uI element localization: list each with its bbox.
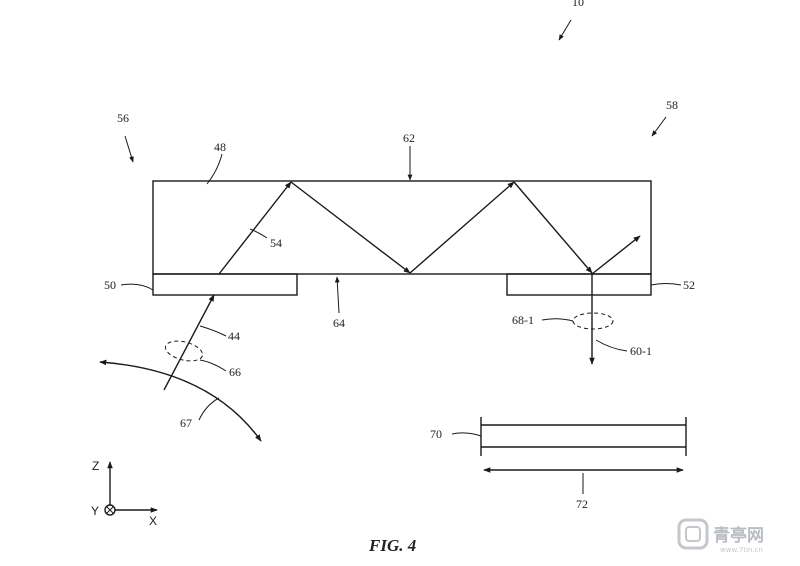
label-70: 70 bbox=[430, 427, 442, 441]
label-67: 67 bbox=[180, 416, 192, 430]
label-58: 58 bbox=[666, 98, 678, 112]
label-66: 66 bbox=[229, 365, 241, 379]
label-44: 44 bbox=[228, 329, 240, 343]
label-62: 62 bbox=[403, 131, 415, 145]
leader-10 bbox=[558, 19, 572, 41]
label-72: 72 bbox=[576, 497, 588, 511]
leader-48 bbox=[206, 153, 223, 185]
leader-68-1 bbox=[541, 318, 574, 322]
axis-label-y: Y bbox=[91, 504, 99, 518]
label-68-1: 68-1 bbox=[512, 313, 534, 327]
label-54: 54 bbox=[270, 236, 282, 250]
ray-segment-54 bbox=[218, 181, 292, 275]
label-50: 50 bbox=[104, 278, 116, 292]
axis-label-z: Z bbox=[92, 459, 99, 473]
watermark-subtext: www.7tin.cn bbox=[720, 546, 763, 554]
waveguide-48 bbox=[152, 180, 652, 275]
input-coupler-50 bbox=[152, 273, 298, 296]
watermark-logo: 青亭网 www.7tin.cn bbox=[677, 518, 764, 554]
figure-caption: FIG. 4 bbox=[368, 536, 416, 555]
leader-58 bbox=[651, 116, 667, 137]
leader-56 bbox=[124, 135, 134, 163]
axis-y-into-page-icon bbox=[104, 504, 116, 516]
reflected-ray bbox=[591, 235, 641, 275]
watermark-text: 青亭网 bbox=[713, 525, 764, 546]
leader-70 bbox=[451, 432, 482, 437]
rotation-arrow-67 bbox=[99, 359, 262, 442]
label-48: 48 bbox=[214, 140, 226, 154]
ray-segment-4 bbox=[513, 181, 593, 274]
leader-67 bbox=[198, 397, 220, 421]
polarization-ellipse-68-1 bbox=[572, 312, 614, 330]
axis-label-x: X bbox=[149, 514, 157, 528]
label-64: 64 bbox=[333, 316, 345, 330]
ray-segment-3 bbox=[409, 181, 515, 274]
output-coupler-52 bbox=[506, 273, 652, 296]
leader-60-1 bbox=[595, 339, 628, 352]
leader-50 bbox=[120, 283, 154, 291]
leader-66 bbox=[199, 359, 227, 372]
leader-44 bbox=[199, 325, 227, 337]
label-56: 56 bbox=[117, 111, 129, 125]
leader-52 bbox=[650, 283, 682, 286]
label-52: 52 bbox=[683, 278, 695, 292]
ray-segment-2 bbox=[290, 181, 411, 274]
label-10: 10 bbox=[572, 0, 584, 9]
leader-64 bbox=[334, 276, 340, 314]
leader-54 bbox=[249, 228, 268, 239]
label-60-1: 60-1 bbox=[630, 344, 652, 358]
